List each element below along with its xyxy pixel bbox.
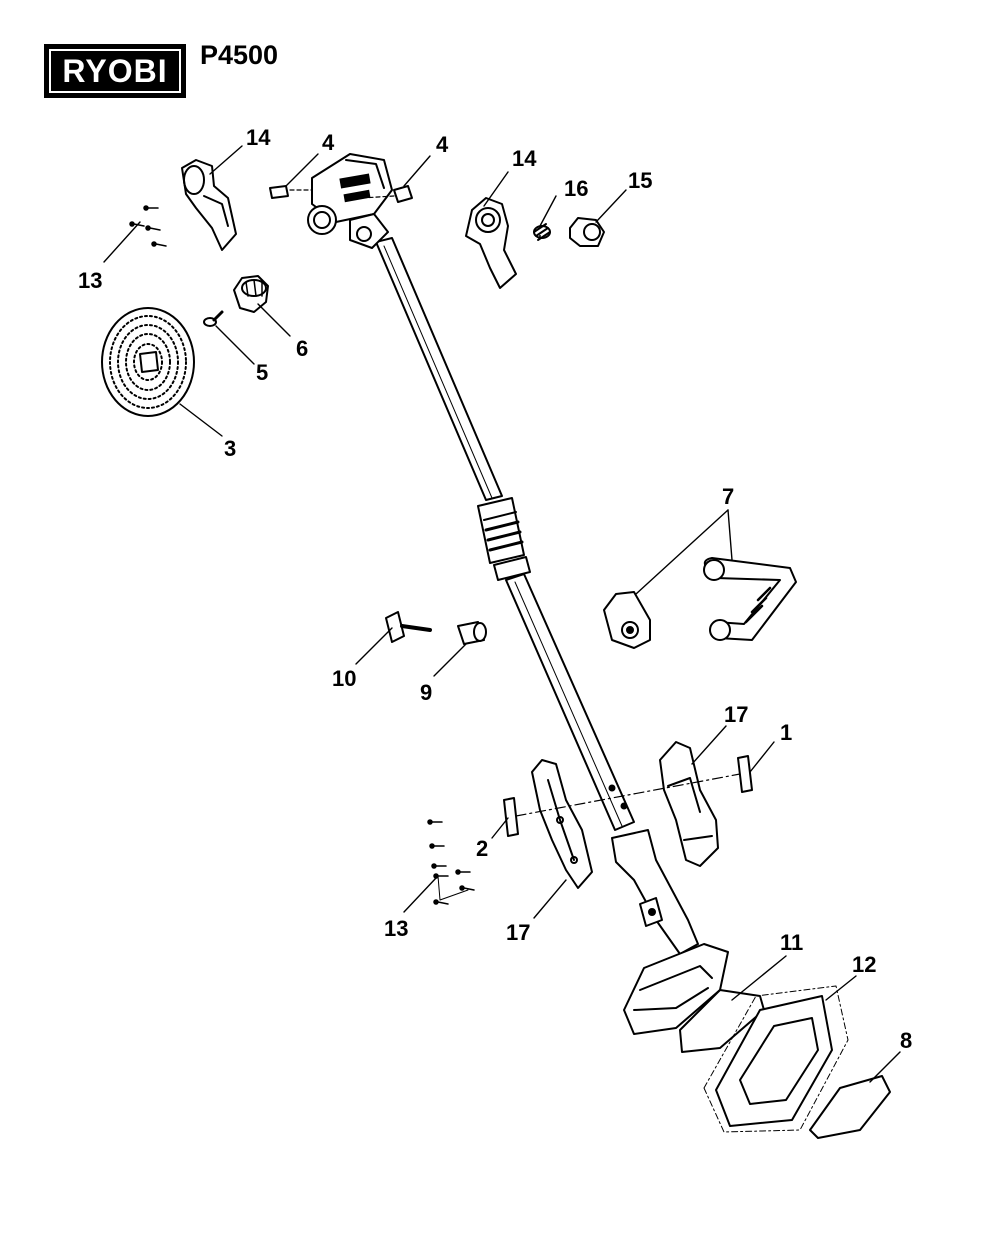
lower-shaft (505, 573, 635, 831)
callout-13-bottom: 13 (384, 916, 408, 941)
callout-15: 15 (628, 168, 652, 193)
part-13-screws-bottom (427, 819, 475, 905)
callout-7: 7 (722, 484, 734, 509)
shaft-collar (477, 497, 531, 581)
callout-14-right: 14 (512, 146, 537, 171)
part-15-knob (569, 217, 605, 247)
callout-8: 8 (900, 1028, 912, 1053)
model-number: P4500 (200, 40, 279, 70)
part-7-bail-handle (703, 557, 797, 641)
part-6-drive-hub (233, 275, 269, 313)
part-16-spring (533, 223, 551, 241)
part-1-label (737, 755, 753, 793)
part-10-t-bolt (385, 611, 432, 643)
callout-13-top: 13 (78, 268, 102, 293)
callout-12: 12 (852, 952, 876, 977)
callout-14-left: 14 (246, 125, 271, 150)
battery-mount-base (623, 943, 729, 1035)
callout-17-left: 17 (506, 920, 530, 945)
callout-16: 16 (564, 176, 588, 201)
motor-head (307, 153, 393, 249)
callout-5: 5 (256, 360, 268, 385)
part-14-handle-housing-left (181, 159, 237, 251)
part-17-motor-housing-right (659, 741, 719, 867)
part-8-filter-pad (809, 1075, 891, 1139)
part-7-handle-clamp (603, 591, 651, 649)
callout-10: 10 (332, 666, 356, 691)
callout-4-left: 4 (322, 130, 335, 155)
callout-6: 6 (296, 336, 308, 361)
part-4-label-left (269, 185, 313, 199)
part-3-scrub-disc (101, 307, 195, 417)
callout-4-right: 4 (436, 132, 449, 157)
part-9-spacer (457, 621, 487, 645)
ryobi-logo: RYOBI (44, 44, 186, 98)
callout-1: 1 (780, 720, 792, 745)
part-4-label-right (361, 185, 413, 203)
ryobi-logo-text: RYOBI (49, 49, 181, 93)
part-13-screws-top (129, 205, 167, 247)
callout-9: 9 (420, 680, 432, 705)
part-5-bolt (203, 310, 224, 327)
part-14-handle-housing-right (465, 197, 517, 289)
part-2-label (503, 797, 519, 837)
callout-2: 2 (476, 836, 488, 861)
part-12-tank (703, 985, 849, 1133)
callout-17-right: 17 (724, 702, 748, 727)
callout-3: 3 (224, 436, 236, 461)
assembly-centerline (515, 773, 741, 817)
part-17-motor-housing-left (531, 759, 593, 889)
leader-lines (103, 145, 901, 1083)
upper-shaft (375, 237, 503, 501)
callout-11: 11 (780, 930, 803, 955)
lower-motor-body (611, 829, 699, 955)
